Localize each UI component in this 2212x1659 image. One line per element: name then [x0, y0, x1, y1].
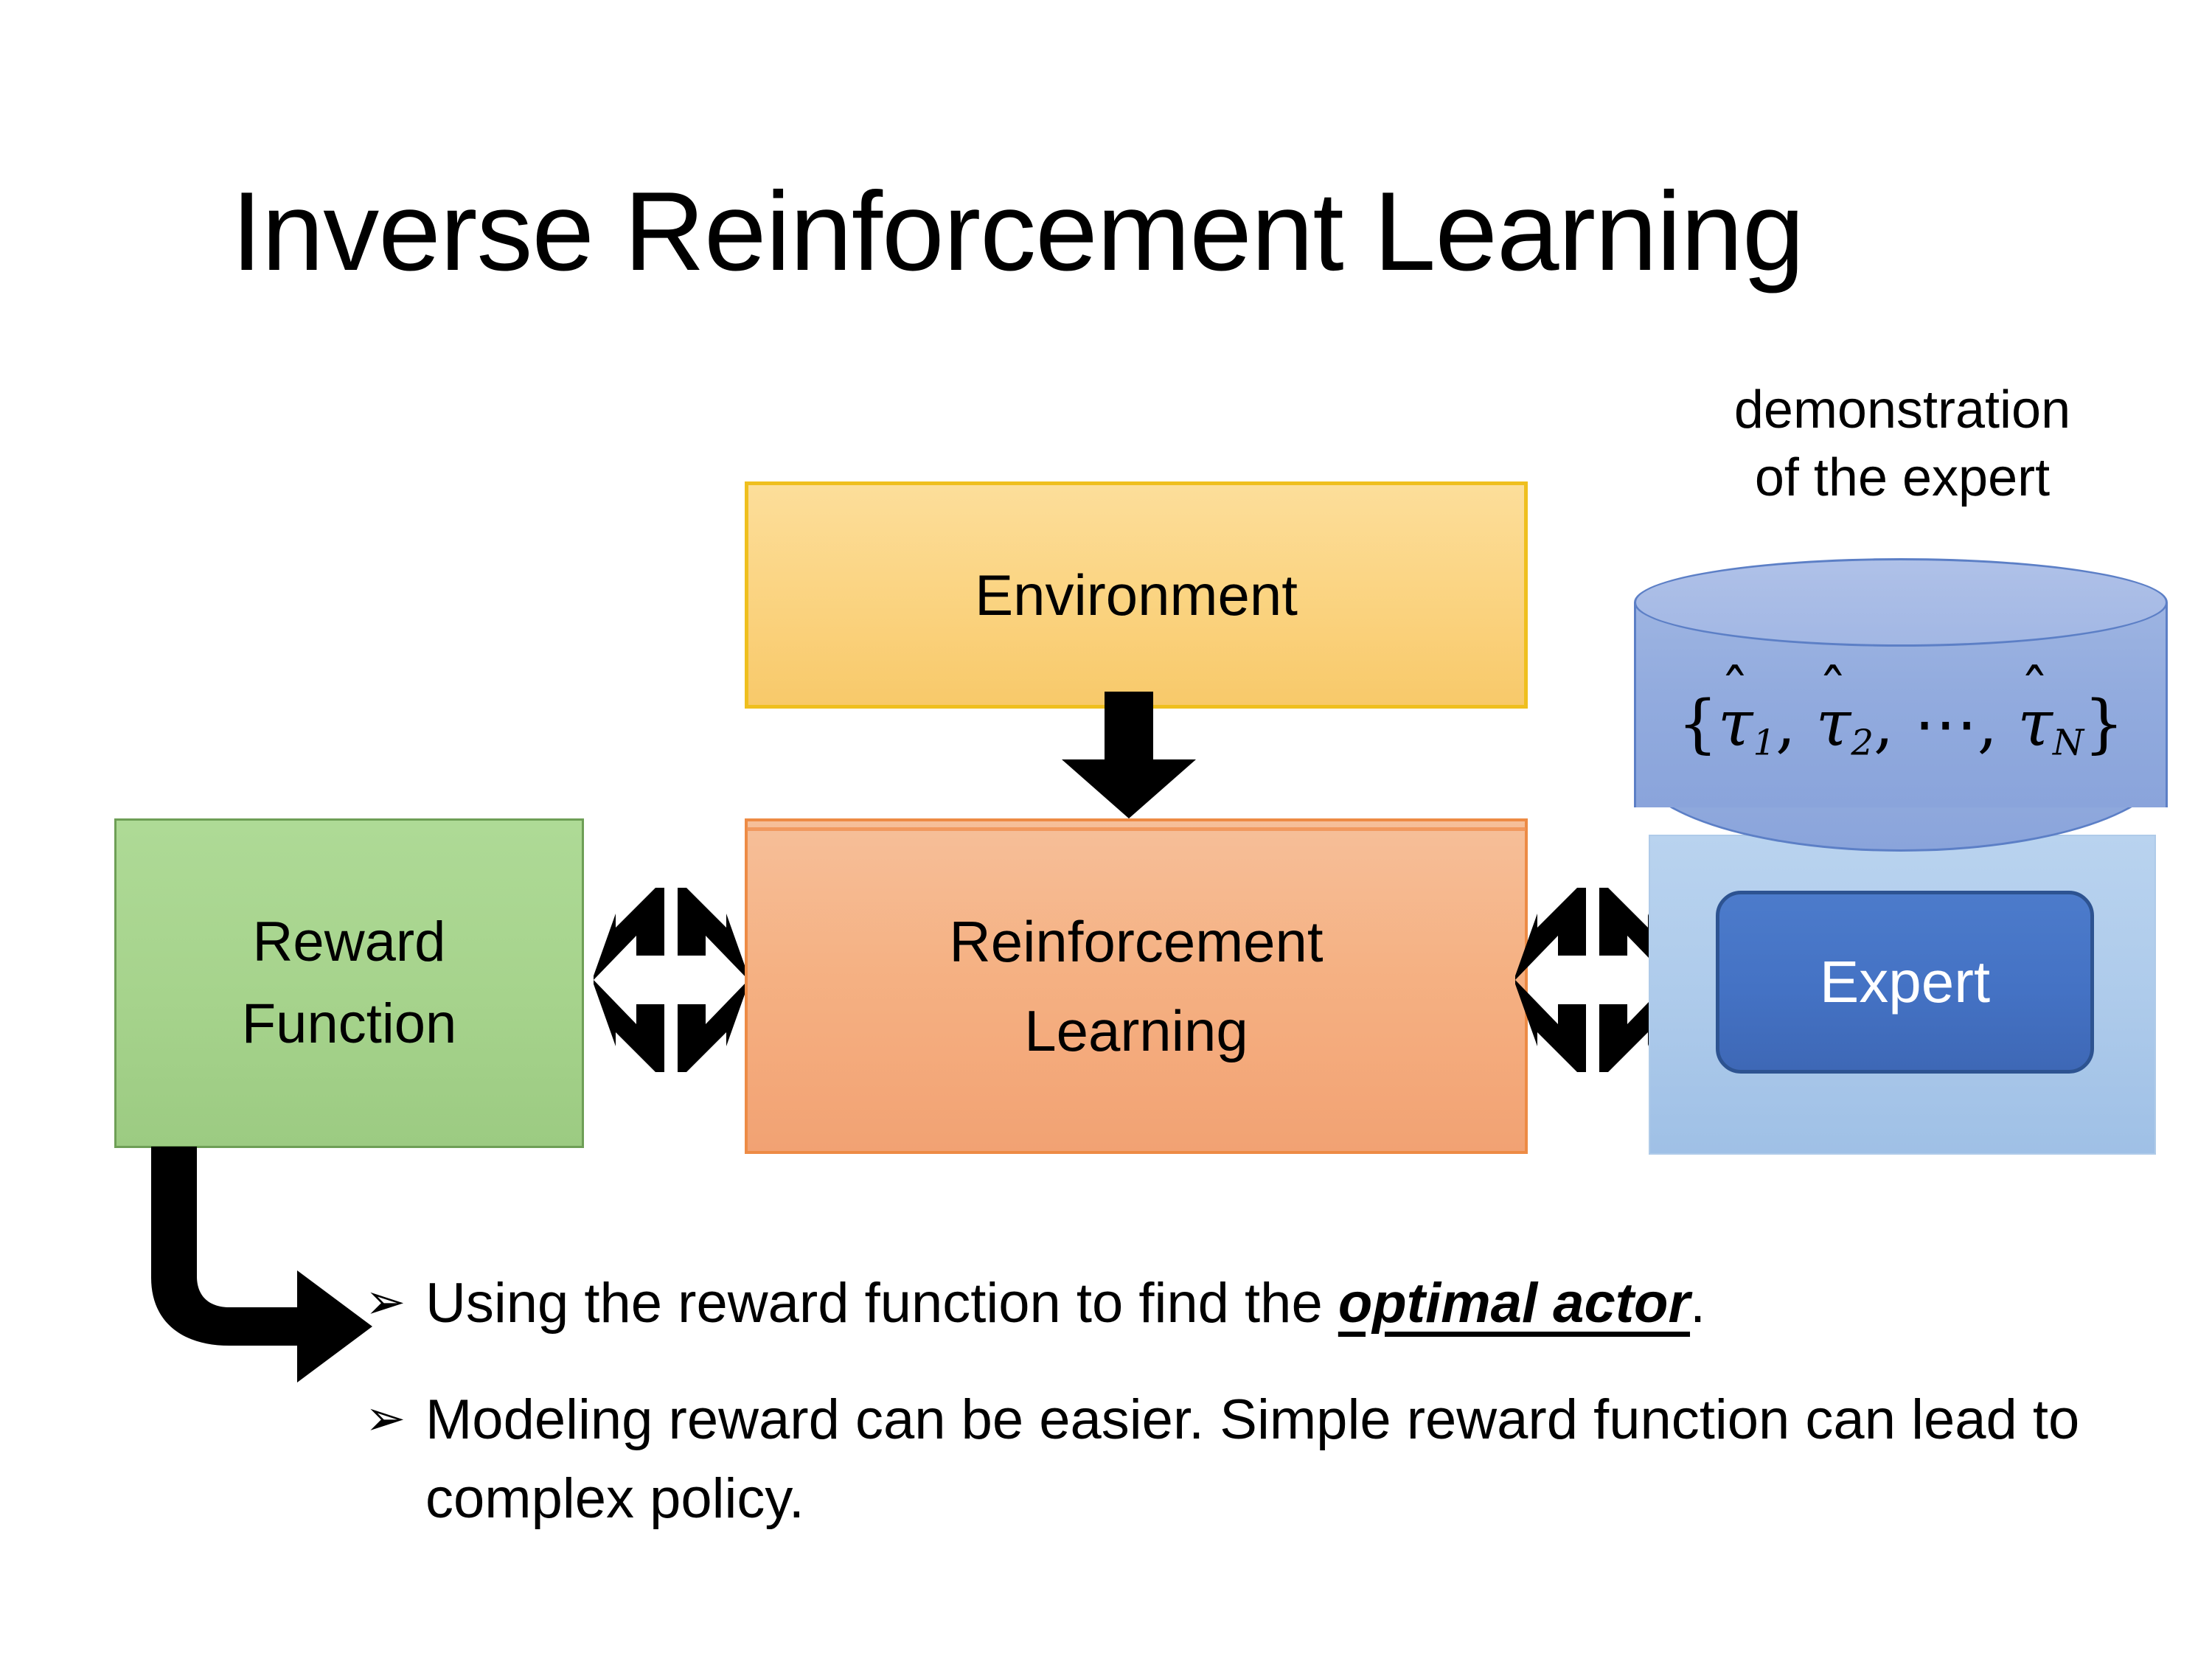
bullet-text: Modeling reward can be easier. Simple re… — [425, 1381, 2098, 1538]
bullet-text-after: . — [1690, 1272, 1706, 1335]
reward-function-box[interactable]: Reward Function — [114, 818, 584, 1148]
formula-tau-2: τ — [1816, 687, 1851, 761]
expert-box-label: Expert — [1819, 949, 1991, 1015]
reward-function-box-label: Reward Function — [242, 902, 457, 1064]
bullet-text-before: Modeling reward can be easier. Simple re… — [425, 1388, 2080, 1530]
formula-open-brace: { — [1677, 687, 1718, 761]
demonstration-caption: demonstration of the expert — [1622, 376, 2183, 512]
bullet-arrow-icon: ➢ — [365, 1390, 406, 1447]
demonstration-caption-line2: of the expert — [1754, 448, 2051, 508]
reward-label-line2: Function — [241, 992, 457, 1055]
formula-tau-n-subscript: N — [2052, 722, 2084, 764]
formula-tau-1-subscript: 1 — [1753, 722, 1776, 764]
reinforcement-learning-box[interactable]: Reinforcement Learning — [745, 818, 1528, 1154]
environment-box[interactable]: Environment — [745, 481, 1528, 709]
bullet-emphasis: optimal actor — [1338, 1272, 1691, 1335]
formula-close-brace: } — [2084, 687, 2124, 761]
reward-rl-bidirectional-arrow — [592, 888, 750, 1072]
formula-comma-1: , — [1775, 687, 1816, 761]
demonstration-caption-line1: demonstration — [1733, 380, 2071, 439]
reinforcement-learning-box-label: Reinforcement Learning — [949, 897, 1323, 1076]
reward-to-bullets-arrow — [151, 1147, 387, 1390]
list-item: ➢ Using the reward function to find the … — [365, 1265, 2098, 1343]
formula-tau-n: τ — [2017, 687, 2053, 761]
rl-label-line1: Reinforcement — [949, 908, 1324, 974]
formula-tau-2-subscript: 2 — [1851, 722, 1874, 764]
formula-comma-2: , — [1874, 687, 1914, 761]
environment-box-label: Environment — [975, 562, 1298, 627]
formula-tau-1: τ — [1718, 687, 1753, 761]
trajectory-set-formula: {τ1, τ2, ⋯, τN} — [1634, 687, 2168, 764]
environment-to-rl-arrow — [1062, 692, 1196, 818]
bullet-arrow-icon: ➢ — [365, 1273, 406, 1330]
expert-box[interactable]: Expert — [1716, 891, 2094, 1074]
reward-label-line1: Reward — [252, 911, 446, 974]
rl-label-line2: Learning — [1024, 998, 1248, 1063]
bullet-text: Using the reward function to find the op… — [425, 1265, 2098, 1343]
page-title: Inverse Reinforcement Learning — [231, 169, 1805, 294]
list-item: ➢ Modeling reward can be easier. Simple … — [365, 1381, 2098, 1538]
rl-expert-bidirectional-arrow — [1514, 888, 1672, 1072]
formula-comma-3: , — [1977, 687, 2018, 761]
bullet-text-before: Using the reward function to find the — [425, 1272, 1338, 1335]
demonstration-database-cylinder: {τ1, τ2, ⋯, τN} — [1634, 558, 2168, 852]
bullet-list: ➢ Using the reward function to find the … — [365, 1265, 2098, 1538]
cylinder-top-ellipse — [1634, 558, 2168, 647]
formula-ellipsis: ⋯ — [1913, 687, 1978, 761]
